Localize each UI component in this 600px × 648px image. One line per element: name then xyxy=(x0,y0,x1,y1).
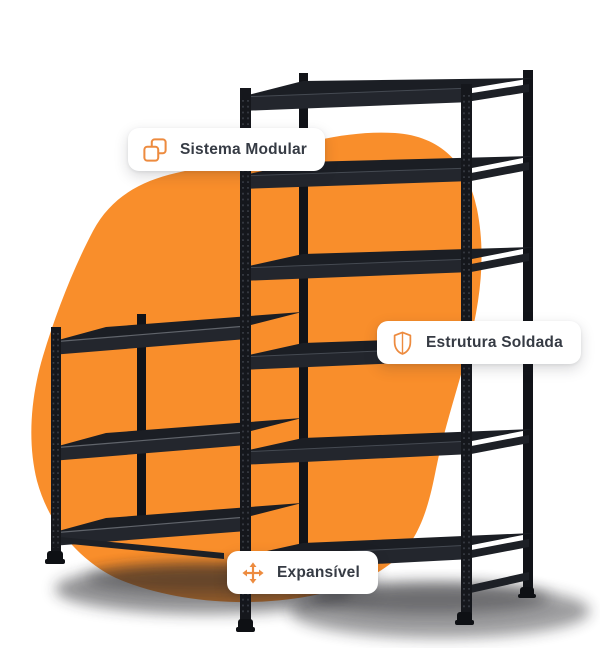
tall-rack xyxy=(239,70,536,625)
badge-label: Expansível xyxy=(277,563,360,581)
move-icon xyxy=(242,561,264,584)
short-rack xyxy=(45,312,302,564)
feature-badge-estrutura-soldada: Estrutura Soldada xyxy=(377,321,581,364)
tall-rack-front-left-post xyxy=(236,88,255,632)
shield-icon xyxy=(392,331,413,355)
badge-label: Estrutura Soldada xyxy=(426,333,563,351)
copy-icon xyxy=(143,137,167,162)
feature-badge-sistema-modular: Sistema Modular xyxy=(128,128,326,171)
feature-badge-expansivel: Expansível xyxy=(227,551,378,594)
badge-label: Sistema Modular xyxy=(180,140,308,158)
